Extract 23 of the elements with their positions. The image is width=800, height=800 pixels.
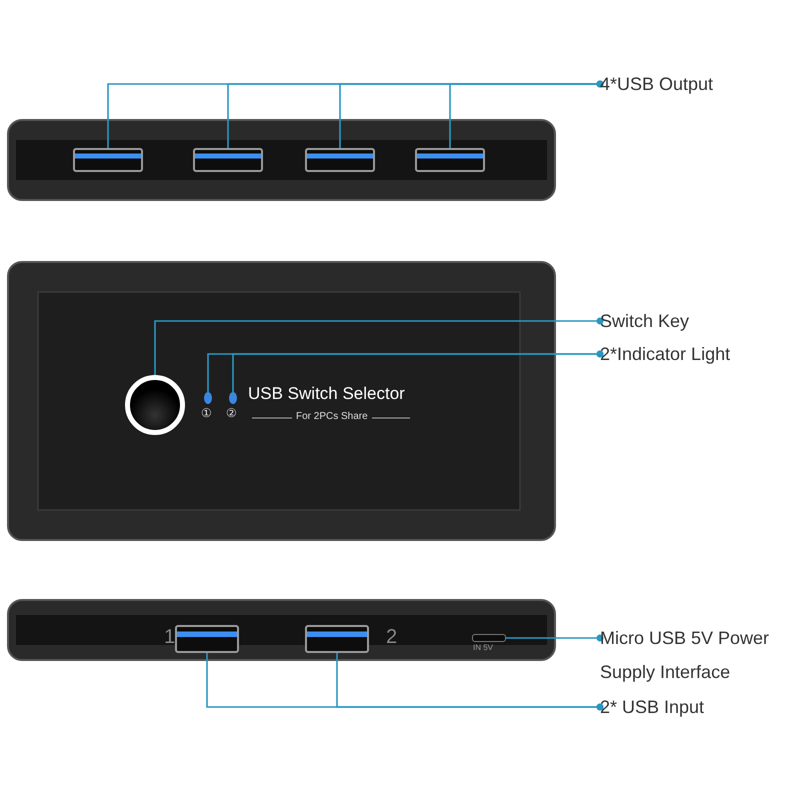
usb-port [305,148,375,172]
callout-text: 2* USB Input [600,690,790,724]
leader-line [506,634,604,642]
micro-usb-port [472,634,506,642]
leader-line [154,318,604,375]
number-mark: ① [201,406,212,420]
usb-port [415,148,485,172]
usb-port [175,625,239,653]
port-number: 2 [386,626,398,649]
callout-text: 2*Indicator Light [600,337,790,371]
device-title: USB Switch Selector [248,384,405,404]
usb-port [305,625,369,653]
leader-line [449,80,604,148]
callout-text: 4*USB Output [600,67,790,101]
usb-port [73,148,143,172]
callout-text: Micro USB 5V Power Supply Interface [600,621,798,689]
port-number: 1 [164,626,176,649]
number-mark: ② [226,406,237,420]
leader-line [336,653,604,710]
usb-port [193,148,263,172]
port-label: IN 5V [473,643,494,652]
callout-text: Switch Key [600,304,790,338]
device-subtitle: For 2PCs Share [296,411,368,422]
